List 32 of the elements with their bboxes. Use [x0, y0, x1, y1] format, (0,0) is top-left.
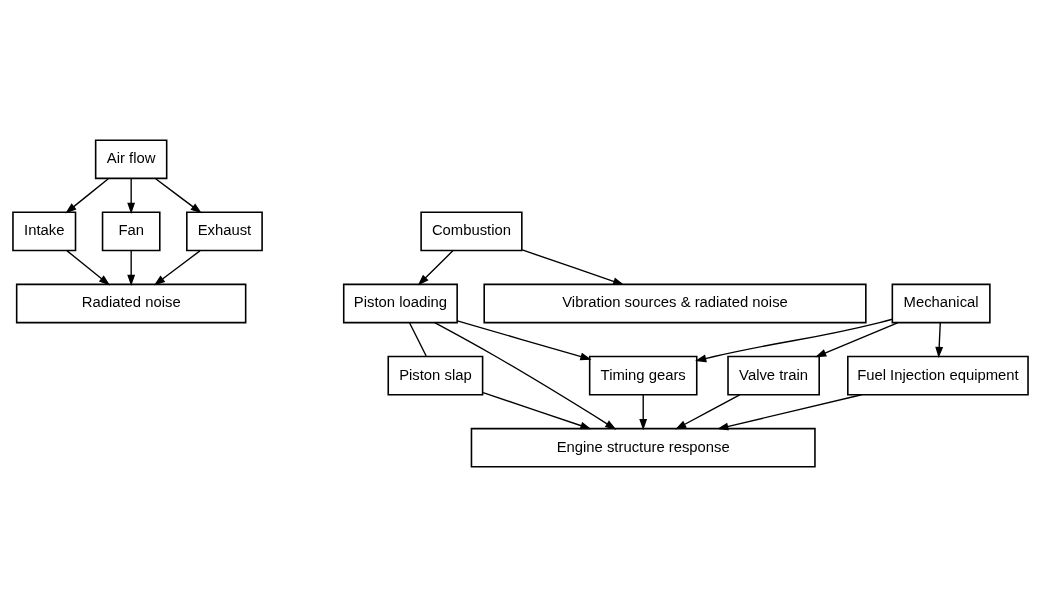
node-box: Air flow	[94, 138, 168, 179]
node-box: Valve train	[727, 355, 820, 395]
node-box: Combustion	[420, 211, 523, 251]
arrow	[66, 249, 111, 285]
node-box: Engine structure response	[470, 427, 816, 468]
node-box: Timing gears	[588, 355, 698, 395]
arrow	[434, 321, 617, 430]
node-box: Piston slap	[387, 355, 484, 395]
node-box: Fuel Injection equipment	[847, 355, 1029, 395]
arrow	[521, 248, 625, 285]
arrow	[127, 177, 136, 214]
node-box: Fan	[101, 211, 161, 251]
node-box: Radiated noise	[15, 283, 247, 323]
node-box: Intake	[12, 211, 77, 251]
arrow	[417, 249, 454, 285]
arrow	[935, 321, 944, 358]
arrow	[456, 319, 592, 360]
node-box: Exhaust	[186, 211, 263, 251]
arrow	[815, 321, 899, 357]
arrow	[155, 177, 202, 213]
arrow	[65, 177, 109, 213]
node-box: Piston loading	[342, 283, 458, 323]
arrow	[695, 318, 893, 362]
node-box: Mechanical	[891, 283, 991, 323]
node-box: Vibration sources & radiated noise	[483, 283, 867, 323]
arrow	[675, 393, 741, 429]
connector	[408, 321, 427, 357]
arrow	[482, 391, 592, 429]
arrow	[639, 393, 648, 430]
arrow	[127, 249, 136, 286]
arrow	[153, 249, 201, 285]
arrow	[717, 393, 863, 430]
